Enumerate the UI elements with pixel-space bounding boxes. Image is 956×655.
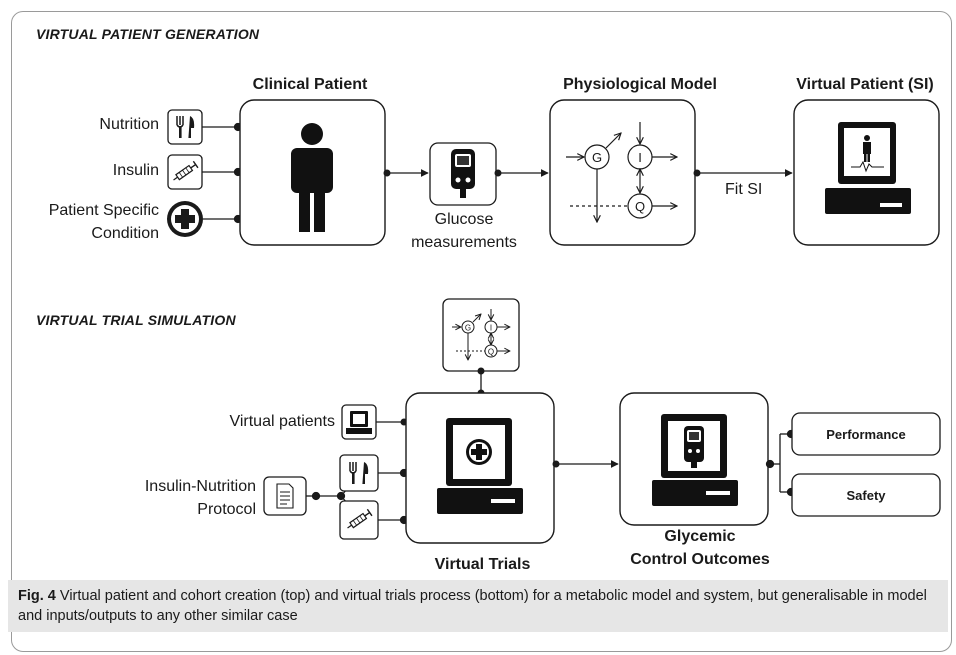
node-g: G — [592, 150, 602, 165]
figure-number: Fig. 4 — [18, 588, 56, 604]
fork-knife-icon — [167, 109, 203, 145]
outcomes-branch-connector — [765, 429, 796, 497]
outcomes-title-line1: Glycemic — [664, 528, 736, 545]
fit-si-label: Fit SI — [725, 181, 763, 198]
arrow-to-virtual-patient — [693, 169, 793, 177]
input-connectors — [202, 122, 243, 224]
physiological-model-box — [549, 99, 696, 246]
physiological-model-title: Physiological Model — [563, 76, 717, 93]
syringe-icon-bottom — [339, 500, 379, 540]
arrow-to-outcomes — [552, 460, 619, 468]
document-icon — [263, 476, 307, 516]
arrow-to-glucose-meter — [383, 169, 429, 177]
section-title-simulation: VIRTUAL TRIAL SIMULATION — [36, 312, 236, 328]
compartment-model-diagram — [566, 122, 677, 222]
insulin-label: Insulin — [112, 162, 159, 179]
clinical-patient-title: Clinical Patient — [252, 76, 368, 93]
caption-text: Virtual patient and cohort creation (top… — [18, 588, 927, 624]
computer-small-icon — [341, 404, 377, 440]
outcomes-title-line2: Control Outcomes — [630, 551, 770, 568]
condition-label-line1: Patient Specific — [48, 202, 159, 219]
performance-box — [791, 412, 941, 456]
glucose-label-line2: measurements — [411, 234, 517, 251]
protocol-label-line1: Insulin-Nutrition — [144, 478, 256, 495]
arrow-to-physiological-model — [494, 169, 549, 177]
node-q: Q — [635, 199, 645, 214]
model-mini-icon — [442, 298, 520, 372]
mini-node-q: Q — [488, 348, 494, 357]
safety-box — [791, 473, 941, 517]
computer-person-icon — [825, 122, 911, 214]
computer-glucose-icon — [652, 414, 738, 506]
virtual-patients-label: Virtual patients — [229, 413, 335, 430]
section-title-generation: VIRTUAL PATIENT GENERATION — [36, 26, 260, 42]
nutrition-label: Nutrition — [99, 116, 159, 133]
figure-caption: Fig. 4 Virtual patient and cohort creati… — [8, 580, 948, 632]
person-icon — [291, 123, 333, 232]
performance-text: Performance — [826, 427, 906, 442]
node-i: I — [638, 150, 642, 165]
fork-knife-icon-bottom — [339, 454, 379, 492]
figure-frame — [11, 11, 952, 652]
protocol-label-line2: Protocol — [197, 501, 256, 518]
glucose-meter-icon — [429, 142, 497, 206]
medical-plus-icon — [167, 201, 203, 237]
model-to-trials-connector — [477, 367, 485, 397]
protocol-input-connectors — [378, 468, 409, 525]
virtual-patient-title: Virtual Patient (SI) — [796, 76, 934, 93]
condition-label-line2: Condition — [91, 225, 159, 242]
mini-node-i: I — [490, 324, 492, 333]
mini-node-g: G — [465, 324, 471, 333]
syringe-icon — [167, 154, 203, 190]
virtual-patients-connector — [376, 418, 408, 426]
safety-text: Safety — [846, 488, 886, 503]
computer-plus-icon — [437, 418, 523, 514]
virtual-trials-title: Virtual Trials — [434, 556, 531, 573]
glucose-label-line1: Glucose — [434, 211, 494, 228]
diagram-canvas: G I Q G I — [167, 99, 941, 544]
